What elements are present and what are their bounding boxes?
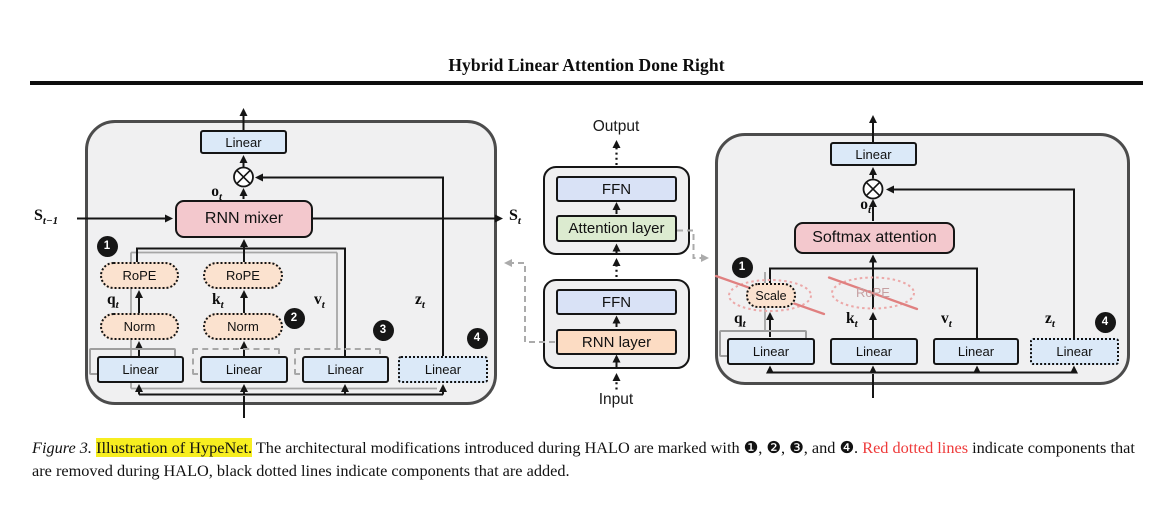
header-rule <box>30 81 1143 85</box>
right-output-linear-box: Linear <box>830 142 917 166</box>
figure-number: Figure 3. <box>32 438 92 457</box>
removed-rope-label: RoPE <box>856 285 890 300</box>
q-t-label: qt <box>107 291 119 312</box>
badge-4: 4 <box>466 327 488 349</box>
figure-caption: Figure 3. Illustration of HypeNet. The a… <box>32 437 1135 482</box>
state-out-label: St <box>509 207 521 228</box>
scale-pill: Scale <box>746 283 796 308</box>
k-t-label-right: kt <box>846 310 858 331</box>
caption-body-1: The architectural modifications introduc… <box>255 438 859 457</box>
linear-q-box: Linear <box>97 356 184 383</box>
left-output-linear-box: Linear <box>200 130 287 154</box>
linear-k-box-right: Linear <box>830 338 918 365</box>
k-t-label: kt <box>212 291 224 312</box>
v-t-label: vt <box>314 291 325 312</box>
output-label: Output <box>592 118 640 135</box>
page-title: Hybrid Linear Attention Done Right <box>448 55 725 75</box>
input-label: Input <box>598 391 634 408</box>
linear-v-box: Linear <box>302 356 389 383</box>
badge-3: 3 <box>372 319 394 341</box>
linear-z-box-right: Linear <box>1030 338 1119 365</box>
z-t-label-right: zt <box>1045 310 1055 331</box>
caption-red-text: Red dotted lines <box>862 438 969 457</box>
linear-z-box: Linear <box>398 356 488 383</box>
right-o-t-label: ot <box>860 196 871 217</box>
rope-k-pill: RoPE <box>203 262 283 289</box>
ffn-top-box: FFN <box>556 176 677 202</box>
norm-k-pill: Norm <box>203 313 283 340</box>
v-t-label-right: vt <box>941 310 952 331</box>
softmax-attention-box: Softmax attention <box>794 222 955 254</box>
z-t-label: zt <box>415 291 425 312</box>
norm-q-pill: Norm <box>100 313 179 340</box>
rnn-layer-box: RNN layer <box>556 329 677 355</box>
attention-layer-box: Attention layer <box>556 215 677 242</box>
linear-v-box-right: Linear <box>933 338 1019 365</box>
caption-highlight: Illustration of HypeNet. <box>96 438 253 457</box>
state-in-label: St−1 <box>34 207 59 228</box>
rnn-mixer-box: RNN mixer <box>175 200 313 238</box>
linear-k-box: Linear <box>200 356 288 383</box>
badge-1: 1 <box>96 235 118 257</box>
ffn-bottom-box: FFN <box>556 289 677 315</box>
rope-q-pill: RoPE <box>100 262 179 289</box>
linear-q-box-right: Linear <box>727 338 815 365</box>
badge-1-right: 1 <box>731 256 753 278</box>
left-o-t-label: ot <box>211 183 222 204</box>
caption-body-2: indicate components that are removed dur… <box>32 438 1135 480</box>
badge-4-right: 4 <box>1094 311 1116 333</box>
q-t-label-right: qt <box>734 310 746 331</box>
badge-2: 2 <box>283 307 305 329</box>
